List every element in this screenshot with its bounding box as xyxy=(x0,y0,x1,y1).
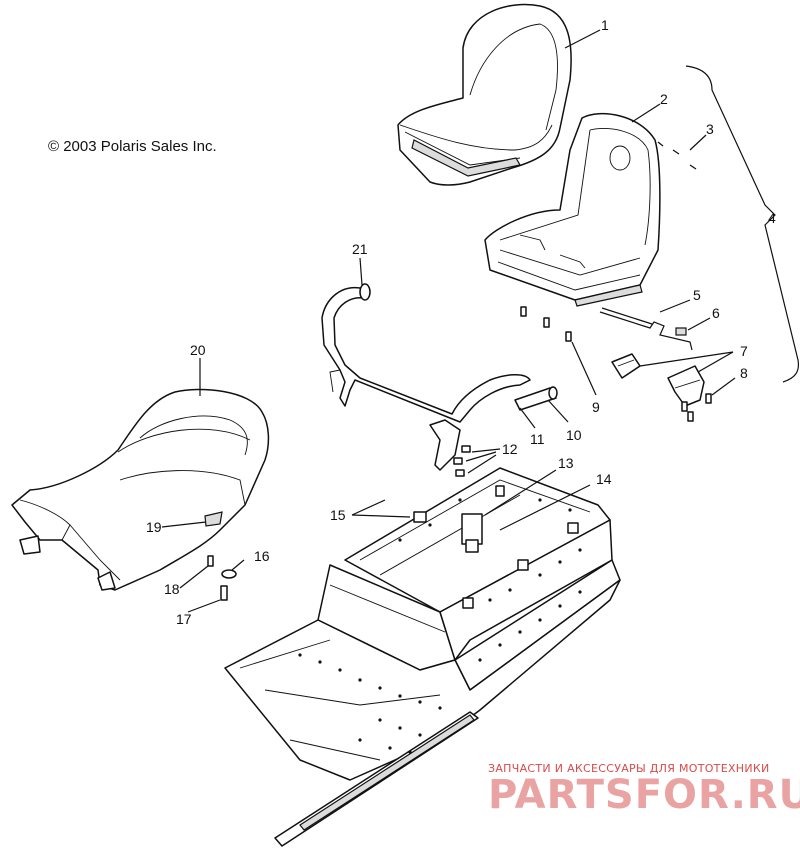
rear-seat xyxy=(11,388,270,591)
screws-3 xyxy=(657,141,697,170)
rivets xyxy=(298,498,582,754)
callout-19: 19 xyxy=(146,519,162,535)
watermark-brand: PARTSFOR.RU xyxy=(488,772,800,818)
bolts-12 xyxy=(453,445,471,477)
leader-lines xyxy=(161,29,800,613)
seat-cushion xyxy=(397,3,572,186)
seat-shell xyxy=(484,112,661,307)
tunnel-chassis xyxy=(224,467,621,847)
hardware-16-18 xyxy=(207,555,237,601)
callout-15: 15 xyxy=(330,507,346,523)
callout-17: 17 xyxy=(176,611,192,627)
latch-brackets-7 xyxy=(611,353,705,407)
callout-9: 9 xyxy=(592,399,600,415)
callout-16: 16 xyxy=(254,548,270,564)
callout-1: 1 xyxy=(601,17,609,33)
callout-10: 10 xyxy=(566,427,582,443)
copyright-text: © 2003 Polaris Sales Inc. xyxy=(48,138,217,155)
latch-rod xyxy=(599,307,693,351)
callout-14: 14 xyxy=(596,471,612,487)
callout-labels: 1 2 3 4 5 6 7 8 9 10 11 12 13 14 15 16 1… xyxy=(146,17,776,627)
spring-6 xyxy=(675,327,687,336)
studs-9 xyxy=(520,306,572,342)
callout-6: 6 xyxy=(712,305,720,321)
callout-21: 21 xyxy=(352,241,368,257)
callout-5: 5 xyxy=(693,287,701,303)
callout-12: 12 xyxy=(502,441,518,457)
callout-3: 3 xyxy=(706,121,714,137)
watermark-tagline: ЗАПЧАСТИ И АКСЕССУАРЫ ДЛЯ МОТОТЕХНИКИ xyxy=(488,762,770,775)
callout-11: 11 xyxy=(530,431,545,447)
callout-4: 4 xyxy=(768,210,776,226)
tube-10 xyxy=(514,386,558,411)
callout-8: 8 xyxy=(740,365,748,381)
callout-7: 7 xyxy=(740,343,748,359)
callout-18: 18 xyxy=(164,581,180,597)
grab-handle xyxy=(321,283,531,471)
callout-13: 13 xyxy=(558,455,574,471)
callout-20: 20 xyxy=(190,342,206,358)
watermark: ЗАПЧАСТИ И АКСЕССУАРЫ ДЛЯ МОТОТЕХНИКИ PA… xyxy=(488,762,800,818)
bolts-8 xyxy=(681,393,712,422)
callout-2: 2 xyxy=(660,91,668,107)
